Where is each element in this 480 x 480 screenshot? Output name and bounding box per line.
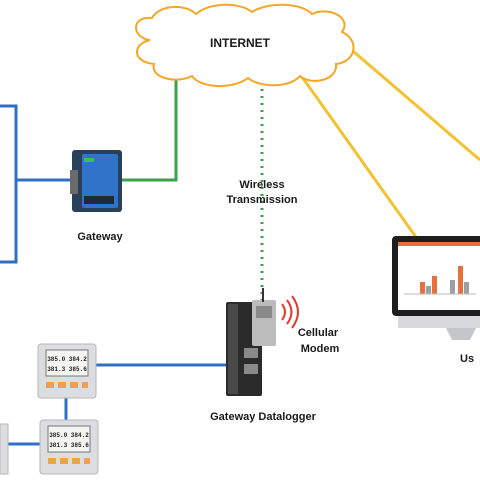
internet-cloud xyxy=(135,3,355,88)
meter-bus-connection xyxy=(0,363,228,446)
internet-label: INTERNET xyxy=(210,36,270,50)
gateway-device-icon xyxy=(70,150,122,212)
meter-bottom-reading-2: 381.3 385.6 xyxy=(49,442,89,449)
meter-bottom-reading-1: 385.0 384.2 xyxy=(49,432,89,439)
monitor-bar-chart xyxy=(404,266,476,295)
wireless-label-line2: Transmission xyxy=(226,194,298,206)
power-meter-top xyxy=(37,343,97,399)
left-bus-connection xyxy=(0,104,72,264)
meter-top-reading-1: 385.0 384.2 xyxy=(47,356,87,363)
power-meter-partial xyxy=(0,423,9,475)
cellular-label-line2: Modem xyxy=(300,343,340,355)
wireless-label-line1: Wireless xyxy=(239,179,285,191)
meter-top-reading-2: 381.3 385.6 xyxy=(47,366,87,373)
cellular-label-line1: Cellular xyxy=(297,327,339,339)
gateway-label: Gateway xyxy=(77,231,123,243)
user-internet-links xyxy=(298,38,480,241)
power-meter-bottom xyxy=(39,419,99,475)
gateway-internet-link xyxy=(120,74,178,182)
datalogger-label: Gateway Datalogger xyxy=(210,411,316,423)
datalogger-device-icon xyxy=(226,288,276,396)
user-label-partial: Us xyxy=(460,353,475,365)
cellular-signal-icon xyxy=(281,295,299,329)
